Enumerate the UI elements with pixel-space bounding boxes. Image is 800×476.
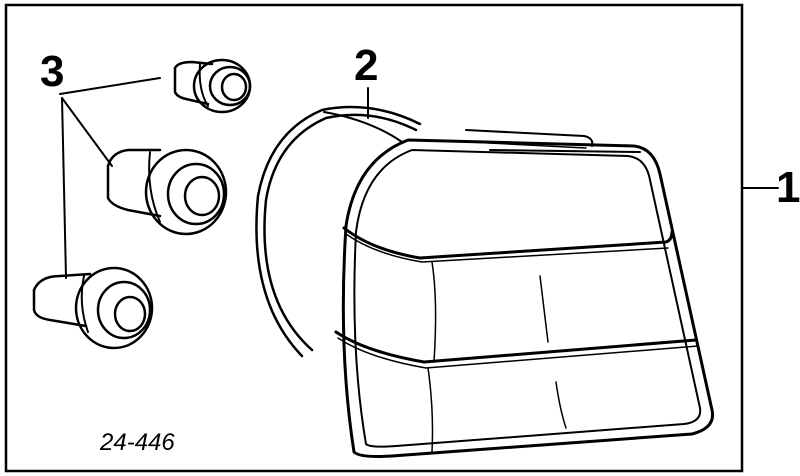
callout-1: 1: [776, 163, 800, 212]
bulb-socket-small: [173, 58, 252, 114]
tail-lamp-assembly: [334, 129, 715, 458]
callout-2: 2: [354, 41, 378, 90]
diagram-frame: [4, 3, 744, 473]
callout-3: 3: [40, 47, 64, 96]
socket-leader-lines: [59, 77, 161, 279]
bulb-socket-medium: [106, 148, 228, 236]
reference-code: 24-446: [99, 429, 175, 456]
bulb-socket-large: [32, 266, 154, 350]
